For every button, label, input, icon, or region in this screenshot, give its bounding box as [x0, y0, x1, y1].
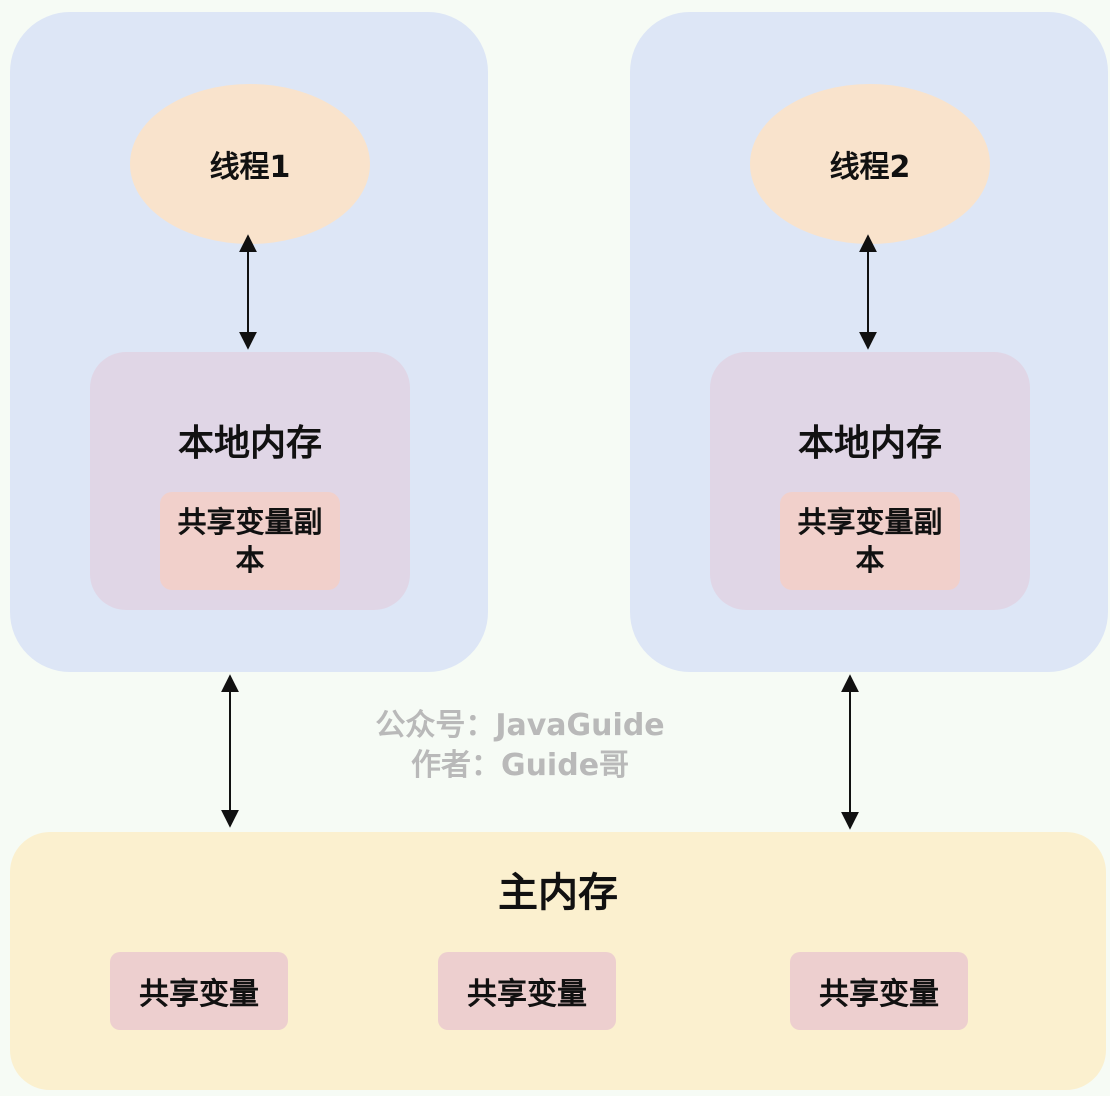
thread-1-shared-variable-copy: 共享变量副本 — [160, 492, 340, 590]
watermark-line-1: 公众号：JavaGuide — [375, 708, 665, 743]
thread-2-panel: 线程2 本地内存 共享变量副本 — [630, 12, 1108, 672]
thread-1-local-memory: 本地内存 共享变量副本 — [90, 352, 410, 610]
thread-1-panel: 线程1 本地内存 共享变量副本 — [10, 12, 488, 672]
shared-variable-1: 共享变量 — [110, 952, 288, 1030]
thread-2-shared-variable-copy: 共享变量副本 — [780, 492, 960, 590]
thread-2-local-memory: 本地内存 共享变量副本 — [710, 352, 1030, 610]
thread-1-copy-label: 共享变量副本 — [177, 505, 323, 577]
thread-2-local-memory-label: 本地内存 — [797, 423, 942, 464]
shared-variable-2: 共享变量 — [438, 952, 616, 1030]
thread-2-node: 线程2 — [750, 84, 990, 244]
thread-2-copy-label: 共享变量副本 — [797, 505, 943, 577]
shared-variable-3: 共享变量 — [790, 952, 968, 1030]
watermark-line-2: 作者：Guide哥 — [410, 748, 630, 783]
thread-1-local-memory-label: 本地内存 — [177, 423, 322, 464]
main-memory: 主内存 共享变量 共享变量 共享变量 — [10, 832, 1106, 1090]
thread-1-node: 线程1 — [130, 84, 370, 244]
main-memory-label: 主内存 — [498, 870, 618, 916]
